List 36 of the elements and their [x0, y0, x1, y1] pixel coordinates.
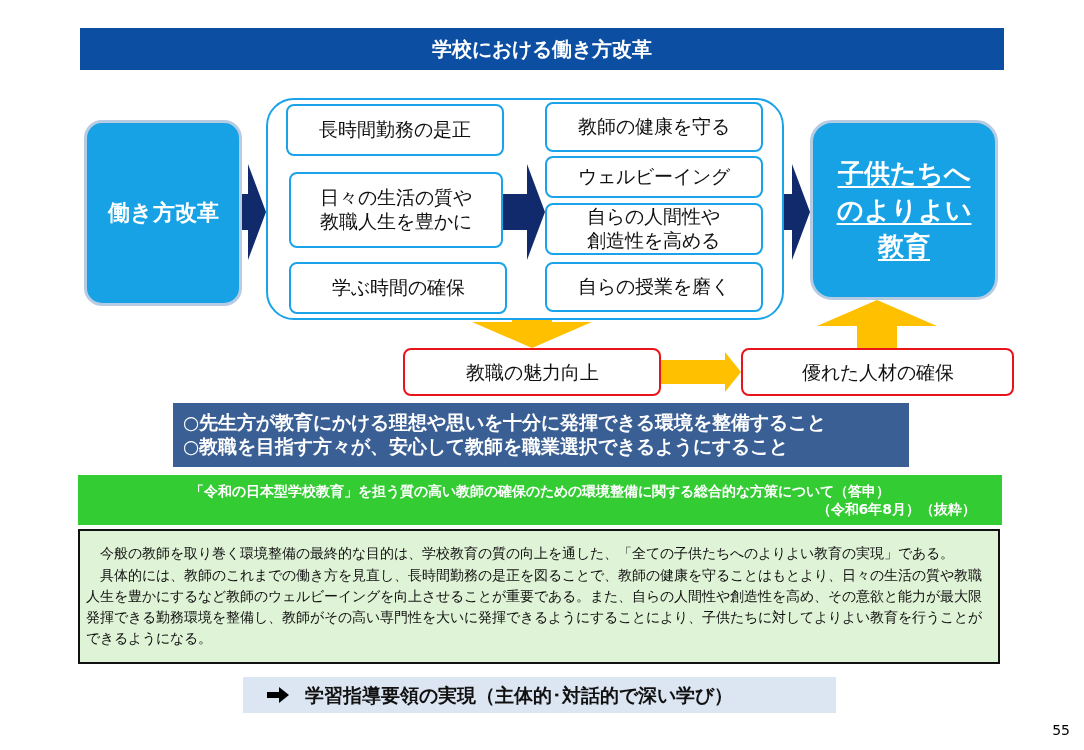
- node-label: 日々の生活の質や教職人生を豊かに: [319, 186, 473, 234]
- node-label: ウェルビーイング: [578, 165, 730, 189]
- item-box: [545, 203, 763, 255]
- node-label: 教師の健康を守る: [578, 115, 730, 139]
- node-label: 長時間勤務の是正: [319, 118, 471, 142]
- source-band: [78, 475, 1002, 525]
- summary-band: [173, 403, 909, 467]
- excerpt-box: [78, 529, 1000, 664]
- item-box: [545, 156, 763, 198]
- goal-box: [810, 120, 998, 300]
- node-label: 子供たちへのよりよい教育: [835, 157, 973, 264]
- node-label: ○教職を目指す方々が、安心して教師を職業選択できるようにすること: [183, 435, 789, 459]
- start-box: [84, 120, 242, 306]
- page-number: 55: [1052, 722, 1070, 738]
- title-banner: 学校における働き方改革: [80, 28, 1004, 70]
- group-frame: [266, 98, 784, 320]
- node-label: ○先生方が教育にかける理想や思いを十分に発揮できる環境を整備すること: [183, 410, 827, 435]
- paragraph: 今般の教師を取り巻く環境整備の最終的な目的は、学校教育の質の向上を通した、「全ての子供たちへのよりよい教育の実現」である。: [99, 544, 956, 564]
- item-box: [289, 262, 507, 314]
- node-label: 優れた人材の確保: [801, 359, 954, 385]
- item-box: [545, 262, 763, 312]
- node-label: 「令和の日本型学校教育」を担う質の高い教師の確保のための環境整備に関する総合的な方策について（答申）: [190, 481, 890, 500]
- date-note: （令和6年8月）（抜粋）: [816, 500, 977, 519]
- paragraph: 具体的には、教師のこれまでの働き方を見直し、長時間勤務の是正を図ることで、教師の健康を守ることはもとより、日々の生活の質や教職人生を豊かにするなど教師のウェルビーイングを向上させることが重要である。また、自らの人間性や創造性を高め、その意欲と能力が最大限発揮できる勤務環境を整備し、教師がその高い専門性を大いに発揮できるようにすることにより、子供たちに対してよりよい教育を行うことができるようになる。: [86, 565, 984, 649]
- result-box: [403, 348, 661, 396]
- node-label: 教職の魅力向上: [465, 359, 599, 385]
- conclusion-band: [243, 677, 836, 713]
- node-label: 自らの人間性や創造性を高める: [586, 205, 722, 253]
- result-box: [741, 348, 1014, 396]
- node-label: 働き方改革: [107, 198, 219, 227]
- node-label: 自らの授業を磨く: [578, 275, 730, 299]
- node-label: 学習指導要領の実現（主体的･対話的で深い学び）: [305, 682, 733, 708]
- item-box: [289, 172, 503, 248]
- item-box: [286, 104, 504, 156]
- item-box: [545, 102, 763, 152]
- node-label: 学ぶ時間の確保: [331, 276, 465, 300]
